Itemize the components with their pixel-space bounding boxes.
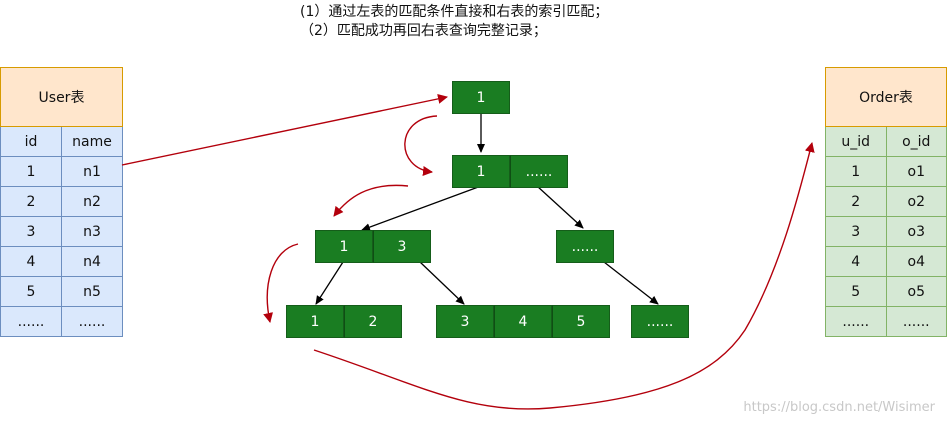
user-col-name: name (61, 126, 123, 157)
tree-key: 5 (552, 305, 610, 338)
user-cell: 3 (0, 216, 62, 247)
tree-key: ...... (556, 230, 614, 263)
user-col-id: id (0, 126, 62, 157)
notes: (1）通过左表的匹配条件直接和右表的索引匹配； （2）匹配成功再回右表查询完整记… (300, 3, 608, 41)
tree-leaf-node-a: 1 2 (286, 305, 402, 338)
red-arrow (313, 142, 815, 410)
tree-edge (536, 185, 584, 229)
order-col-oid: o_id (885, 126, 947, 157)
order-cell: 5 (825, 276, 887, 307)
tree-key: ...... (510, 155, 568, 188)
tree-key: 1 (286, 305, 344, 338)
tree-key: 3 (436, 305, 494, 338)
user-cell: 5 (0, 276, 62, 307)
tree-key: ...... (631, 305, 689, 338)
user-table-title: User表 (0, 67, 123, 127)
user-cell: n2 (61, 186, 123, 217)
tree-leaf-node-b: 3 4 5 (436, 305, 610, 338)
note-line-2: （2）匹配成功再回右表查询完整记录； (300, 23, 547, 39)
tree-key: 3 (373, 230, 431, 263)
tree-edge (603, 261, 659, 305)
user-cell: 1 (0, 156, 62, 187)
user-cell: n3 (61, 216, 123, 247)
tree-edge (315, 261, 344, 305)
watermark: https://blog.csdn.net/Wisimer (743, 400, 935, 415)
tree-level3-left-node: 1 3 (315, 230, 431, 263)
user-cell: ...... (61, 306, 123, 337)
order-col-uid: u_id (825, 126, 887, 157)
red-arrow (333, 184, 409, 217)
order-cell: o1 (885, 156, 947, 187)
order-cell: 4 (825, 246, 887, 277)
tree-root-node: 1 (452, 81, 510, 114)
order-cell: ...... (885, 306, 947, 337)
order-cell: ...... (825, 306, 887, 337)
red-arrow (263, 243, 299, 323)
tree-leaf-node-c: ...... (631, 305, 689, 338)
tree-level3-right-node: ...... (556, 230, 614, 263)
order-cell: o5 (885, 276, 947, 307)
tree-key: 1 (315, 230, 373, 263)
tree-edge (361, 185, 482, 231)
tree-key: 1 (452, 155, 510, 188)
tree-key: 4 (494, 305, 552, 338)
user-cell: n1 (61, 156, 123, 187)
order-cell: o2 (885, 186, 947, 217)
order-cell: 1 (825, 156, 887, 187)
order-cell: o4 (885, 246, 947, 277)
tree-key: 2 (344, 305, 402, 338)
red-arrow (404, 115, 438, 176)
order-cell: o3 (885, 216, 947, 247)
user-cell: ...... (0, 306, 62, 337)
red-arrow (121, 93, 448, 166)
tree-edge (419, 261, 465, 305)
tree-key: 1 (452, 81, 510, 114)
tree-level2-node: 1 ...... (452, 155, 568, 188)
order-cell: 2 (825, 186, 887, 217)
order-table-title: Order表 (825, 67, 947, 127)
note-line-1: (1）通过左表的匹配条件直接和右表的索引匹配； (300, 4, 609, 20)
